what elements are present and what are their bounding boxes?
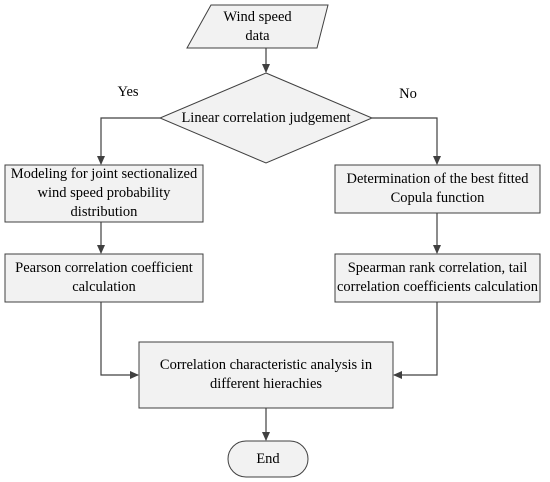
input-data-parallelogram — [186, 4, 329, 49]
left-process-2-label: Pearson correlation coefficient calculat… — [15, 260, 193, 295]
arrow-left2-to-merge — [100, 302, 139, 379]
arrow-no-branch — [372, 117, 441, 165]
decision-diamond — [158, 72, 374, 164]
right-process-box-2 — [334, 253, 541, 303]
merge-process-label: Correlation characteristic analysis in d… — [159, 357, 373, 392]
right-process-box-1 — [334, 164, 541, 214]
input-node-label: Wind speed data — [223, 8, 292, 44]
right-process-1-label: Determination of the best fitted Copula … — [346, 171, 529, 206]
merge-process-box — [138, 341, 394, 409]
end-terminator-label: End — [256, 450, 280, 467]
left-process-box-2 — [4, 253, 204, 303]
arrow-right2-to-merge — [393, 302, 438, 379]
decision-node-label: Linear correlation judgement — [181, 109, 351, 126]
left-process-1-label: Modeling for joint sectionalized wind sp… — [10, 166, 198, 220]
right-process-2-label: Spearman rank correlation, tail correlat… — [336, 260, 539, 295]
left-process-box-1 — [4, 164, 204, 223]
end-terminator — [227, 440, 309, 478]
yes-label: Yes — [117, 83, 139, 100]
arrow-yes-branch — [97, 117, 160, 165]
no-label: No — [399, 85, 417, 102]
